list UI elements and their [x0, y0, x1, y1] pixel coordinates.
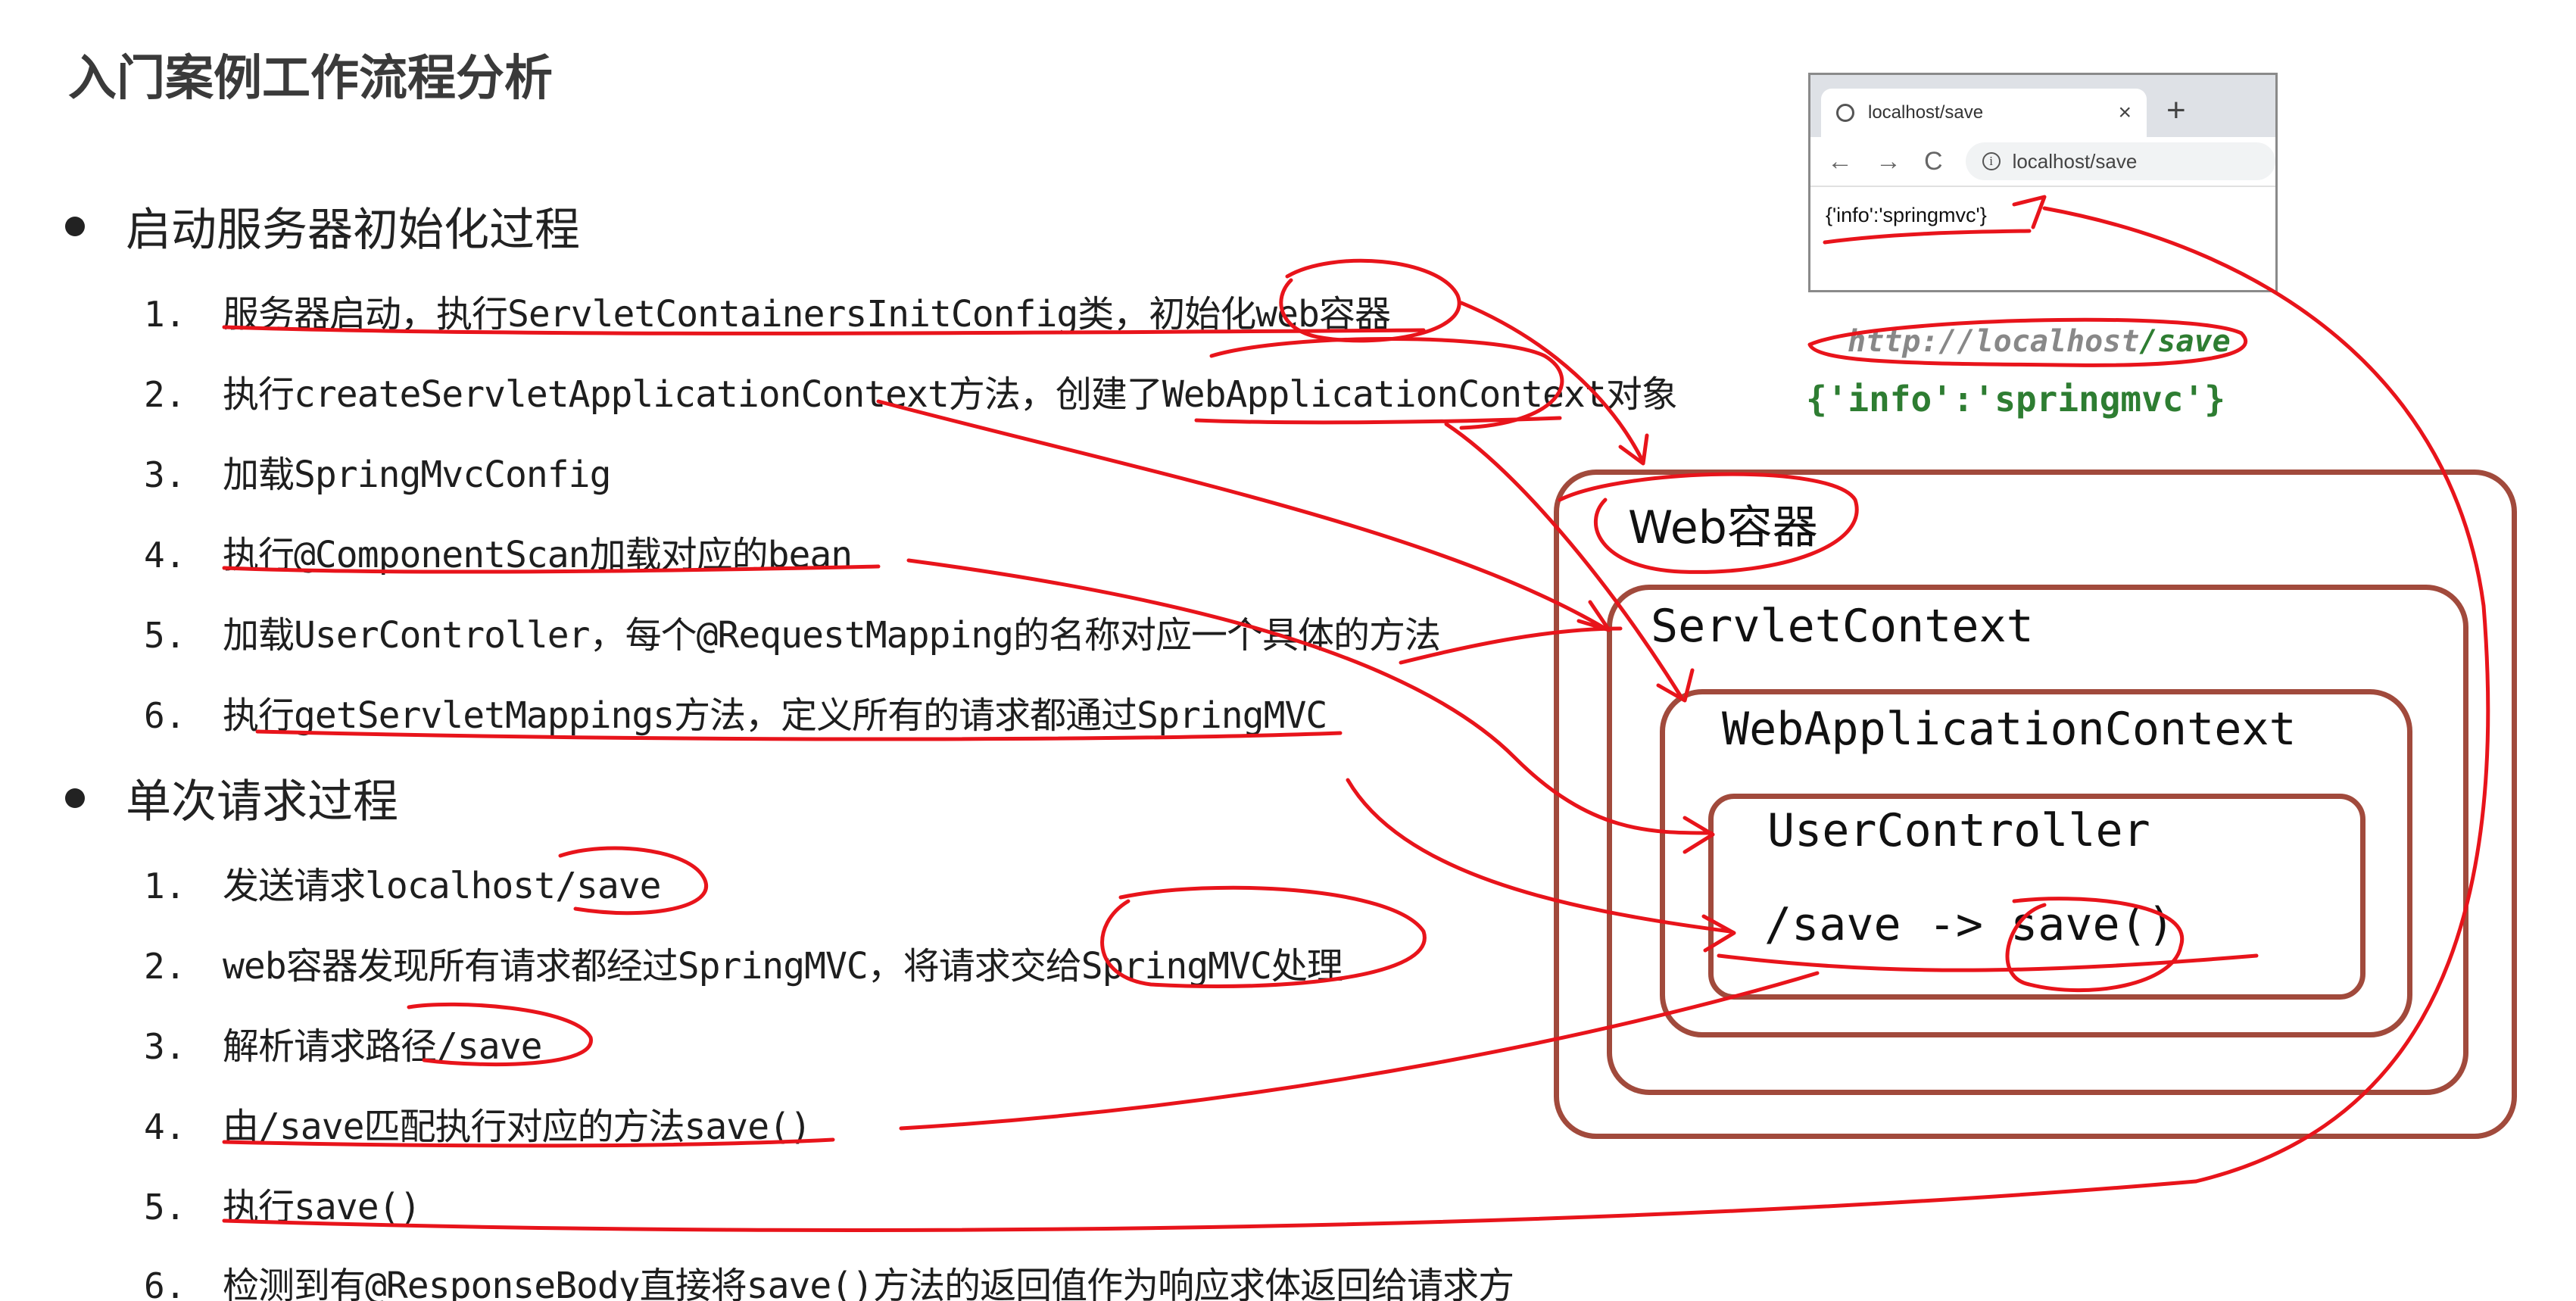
list-item: 6. 检测到有@ResponseBody直接将save()方法的返回值作为响应求体…: [144, 1256, 1514, 1301]
close-icon[interactable]: ×: [2118, 100, 2132, 125]
list-item: 1. 服务器启动，执行ServletContainersInitConfig类，初…: [144, 284, 1391, 337]
item-text: 执行@ComponentScan加载对应的bean: [223, 534, 853, 576]
back-arrow-icon[interactable]: ←: [1827, 146, 1853, 176]
item-text: 加载UserController，每个@RequestMapping的名称对应一…: [223, 614, 1441, 657]
web-application-context-label: WebApplicationContext: [1722, 703, 2297, 756]
item-text: 执行createServletApplicationContext方法，创建了W…: [223, 373, 1678, 416]
browser-page-content: {'info':'springmvc'}: [1826, 204, 1987, 226]
list-item: 5. 执行save(): [144, 1177, 421, 1230]
reload-icon[interactable]: C: [1924, 146, 1943, 176]
browser-tab-title: localhost/save: [1868, 102, 1984, 123]
item-text: 检测到有@ResponseBody直接将save()方法的返回值作为响应求体返回…: [223, 1265, 1514, 1301]
item-number: 6.: [144, 1265, 186, 1301]
user-controller-label: UserController: [1767, 804, 2150, 857]
item-number: 3.: [144, 454, 186, 495]
item-number: 1.: [144, 294, 186, 335]
browser-tab[interactable]: localhost/save ×: [1821, 89, 2147, 137]
item-number: 4.: [144, 535, 186, 576]
new-tab-icon[interactable]: +: [2166, 92, 2186, 129]
browser-screenshot: localhost/save × + ← → C i localhost/sav…: [1808, 73, 2278, 292]
item-text: 执行save(): [223, 1186, 421, 1228]
list-item: 2. 执行createServletApplicationContext方法，创建…: [144, 364, 1678, 417]
globe-icon: [1836, 104, 1854, 122]
browser-tab-bar: localhost/save × +: [1810, 75, 2275, 137]
item-number: 5.: [144, 1187, 186, 1228]
annotation-underline: [1194, 416, 1562, 425]
annotation-arrow: [876, 399, 1611, 632]
list-item: 5. 加载UserController，每个@RequestMapping的名称对…: [144, 605, 1441, 658]
item-number: 2.: [144, 946, 186, 987]
section-startup-heading: 启动服务器初始化过程: [65, 193, 580, 259]
item-text: 服务器启动，执行ServletContainersInitConfig类，初始化…: [223, 293, 1391, 335]
slide-title: 入门案例工作流程分析: [68, 51, 553, 107]
list-item: 3. 加载SpringMvcConfig: [144, 445, 611, 498]
item-number: 3.: [144, 1026, 186, 1067]
item-number: 5.: [144, 615, 186, 656]
servlet-context-label: ServletContext: [1651, 600, 2034, 653]
item-text: 解析请求路径/save: [223, 1025, 542, 1068]
browser-toolbar: ← → C i localhost/save: [1810, 137, 2275, 187]
section-heading-text: 启动服务器初始化过程: [126, 204, 580, 257]
list-item: 2. web容器发现所有请求都经过SpringMVC，将请求交给SpringMVC…: [144, 936, 1343, 989]
item-text: 加载SpringMvcConfig: [223, 454, 611, 496]
item-number: 1.: [144, 866, 186, 906]
web-container-label: Web容器: [1628, 501, 1818, 554]
section-request-heading: 单次请求过程: [65, 765, 398, 831]
mapping-label: /save -> save(): [1764, 898, 2175, 951]
annotation-arrow: [222, 1179, 2198, 1232]
list-item: 3. 解析请求路径/save: [144, 1016, 542, 1069]
item-text: 发送请求localhost/save: [223, 865, 662, 907]
address-text: localhost/save: [2012, 149, 2138, 173]
forward-arrow-icon[interactable]: →: [1876, 146, 1901, 176]
item-number: 2.: [144, 374, 186, 415]
item-text: web容器发现所有请求都经过SpringMVC，将请求交给SpringMVC处理: [223, 945, 1343, 987]
list-item: 4. 由/save匹配执行对应的方法save(): [144, 1097, 812, 1150]
request-url-path: /save: [2139, 324, 2231, 359]
list-item: 1. 发送请求localhost/save: [144, 856, 662, 909]
json-response: {'info':'springmvc'}: [1806, 379, 2225, 420]
section-heading-text: 单次请求过程: [126, 775, 398, 828]
list-item: 6. 执行getServletMappings方法，定义所有的请求都通过Sprin…: [144, 685, 1327, 738]
item-text: 执行getServletMappings方法，定义所有的请求都通过SpringM…: [223, 694, 1327, 737]
info-icon[interactable]: i: [1982, 152, 2001, 170]
request-url-host: http://localhost: [1848, 324, 2140, 359]
item-number: 6.: [144, 695, 186, 736]
item-text: 由/save匹配执行对应的方法save(): [223, 1106, 812, 1148]
bullet-dot: [65, 788, 85, 808]
list-item: 4. 执行@ComponentScan加载对应的bean: [144, 525, 853, 578]
address-bar[interactable]: i localhost/save: [1965, 142, 2275, 180]
request-url: http://localhost/save: [1848, 324, 2231, 359]
item-number: 4.: [144, 1106, 186, 1147]
bullet-dot: [65, 216, 85, 236]
